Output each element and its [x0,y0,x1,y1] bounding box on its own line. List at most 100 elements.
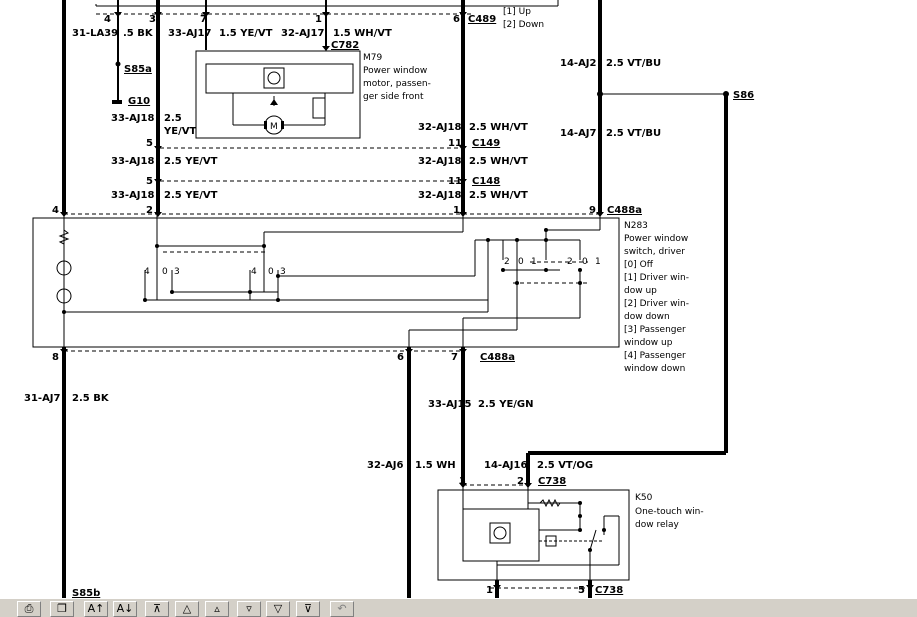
legend-down: [2] Down [503,20,544,30]
wire-label: 14-AJ7 [560,128,597,139]
k50-desc: dow relay [635,520,679,530]
switch-pos: 0 [518,257,524,267]
pin-label: 7 [451,352,458,363]
connector-c782: C782 [331,40,359,51]
switch-pos: 2 [567,257,573,267]
connector-c738: C738 [538,476,566,487]
wire-label: 31-AJ7 [24,393,61,404]
switch-pos: 4 [144,267,150,277]
splice-s86: S86 [733,90,754,101]
pin-label: 3 [149,14,156,25]
pin-label: 5 [146,138,153,149]
wire-label: 2.5 WH/VT [469,190,528,201]
switch-pos: 1 [531,257,537,267]
n283-desc: [0] Off [624,260,654,270]
wire-label: 2.5 YE/GN [478,399,534,410]
pin-label: 5 [146,176,153,187]
wire-label: 33-AJ18 [111,156,154,167]
page-down-fast-icon[interactable]: ▽ [266,601,290,617]
pin-label: 3 [459,476,466,487]
pin-label: 9 [589,205,596,216]
zoom-out-icon[interactable]: A↓ [113,601,137,617]
connector-c489: C489 [468,14,496,25]
switch-pos: 3 [174,267,180,277]
wire-label: 2.5 WH/VT [469,122,528,133]
connector-c488a: C488a [480,352,515,363]
pin-label: 11 [448,176,462,187]
wire-label: 2.5 VT/OG [537,460,593,471]
motor-symbol: M [270,122,278,132]
wire-label: 2.5 VT/BU [606,128,661,139]
page-up-icon[interactable]: ▵ [205,601,229,617]
switch-pos: 1 [595,257,601,267]
switch-pos: 2 [504,257,510,267]
k50-id: K50 [635,493,653,503]
wire-label: 31-LA39 [72,28,118,39]
k50-desc: One-touch win- [635,507,704,517]
wire-label: 32-AJ18 [418,122,461,133]
ground-g10: G10 [128,96,150,107]
last-page-icon[interactable]: ⊽ [296,601,320,617]
connector-c149: C149 [472,138,500,149]
n283-desc: [3] Passenger [624,325,686,335]
zoom-in-icon[interactable]: A↑ [84,601,108,617]
m79-id: M79 [363,53,382,63]
m79-desc: Power window [363,66,427,76]
copy-icon[interactable]: ❐ [50,601,74,617]
connector-c738: C738 [595,585,623,596]
page-up-fast-icon[interactable]: △ [175,601,199,617]
pin-label: 1 [453,205,460,216]
wire-label: 1.5 WH/VT [333,28,392,39]
n283-desc: window down [624,364,685,374]
n283-desc: dow down [624,312,670,322]
connector-c148: C148 [472,176,500,187]
n283-desc: [4] Passenger [624,351,686,361]
m79-desc: ger side front [363,92,424,102]
pin-label: 7 [200,14,207,25]
pin-label: 5 [578,585,585,596]
splice-s85a: S85a [124,64,152,75]
bottom-toolbar: ⎙ ❐ A↑ A↓ ⊼ △ ▵ ▿ ▽ ⊽ ↶ [0,598,917,617]
m79-desc: motor, passen- [363,79,431,89]
wire-label: 14-AJ2 [560,58,597,69]
wire-label: YE/VT [163,126,196,137]
splice-s85b: S85b [72,588,100,598]
back-icon[interactable]: ↶ [330,601,354,617]
pin-label: 2 [146,205,153,216]
n283-desc: switch, driver [624,247,685,257]
first-page-icon[interactable]: ⊼ [145,601,169,617]
wire-label: 32-AJ17 [281,28,324,39]
pin-label: 2 [517,476,524,487]
n283-desc: dow up [624,286,657,296]
n283-desc: [2] Driver win- [624,299,689,309]
pin-label: 6 [453,14,460,25]
print-icon[interactable]: ⎙ [17,601,41,617]
pin-label: 6 [397,352,404,363]
pin-label: 8 [52,352,59,363]
pin-label: 1 [486,585,493,596]
wire-label: 2.5 VT/BU [606,58,661,69]
wire-label: 2.5 YE/VT [164,190,218,201]
wire-label: 2.5 [164,113,182,124]
switch-pos: 0 [162,267,168,277]
wiring-diagram: [1] Up [2] Down 4 3 7 1 6 C489 31-LA39 .… [24,0,754,598]
pin-label: 1 [315,14,322,25]
n283-desc: Power window [624,234,688,244]
wire-label: 2.5 BK [72,393,110,404]
switch-pos: 0 [582,257,588,267]
page-down-icon[interactable]: ▿ [237,601,261,617]
wire-label: 14-AJ16 [484,460,527,471]
pin-label: 4 [104,14,111,25]
wire-label: 33-AJ18 [111,113,154,124]
n283-id: N283 [624,221,648,231]
n283-desc: [1] Driver win- [624,273,689,283]
wire-label: .5 BK [123,28,154,39]
switch-pos: 4 [251,267,257,277]
switch-pos: 3 [280,267,286,277]
legend-up: [1] Up [503,7,531,17]
wire-label: 32-AJ6 [367,460,404,471]
wire-label: 32-AJ18 [418,156,461,167]
wire-label: 32-AJ18 [418,190,461,201]
connector-c488a: C488a [607,205,642,216]
wire-label: 33-AJ17 [168,28,211,39]
